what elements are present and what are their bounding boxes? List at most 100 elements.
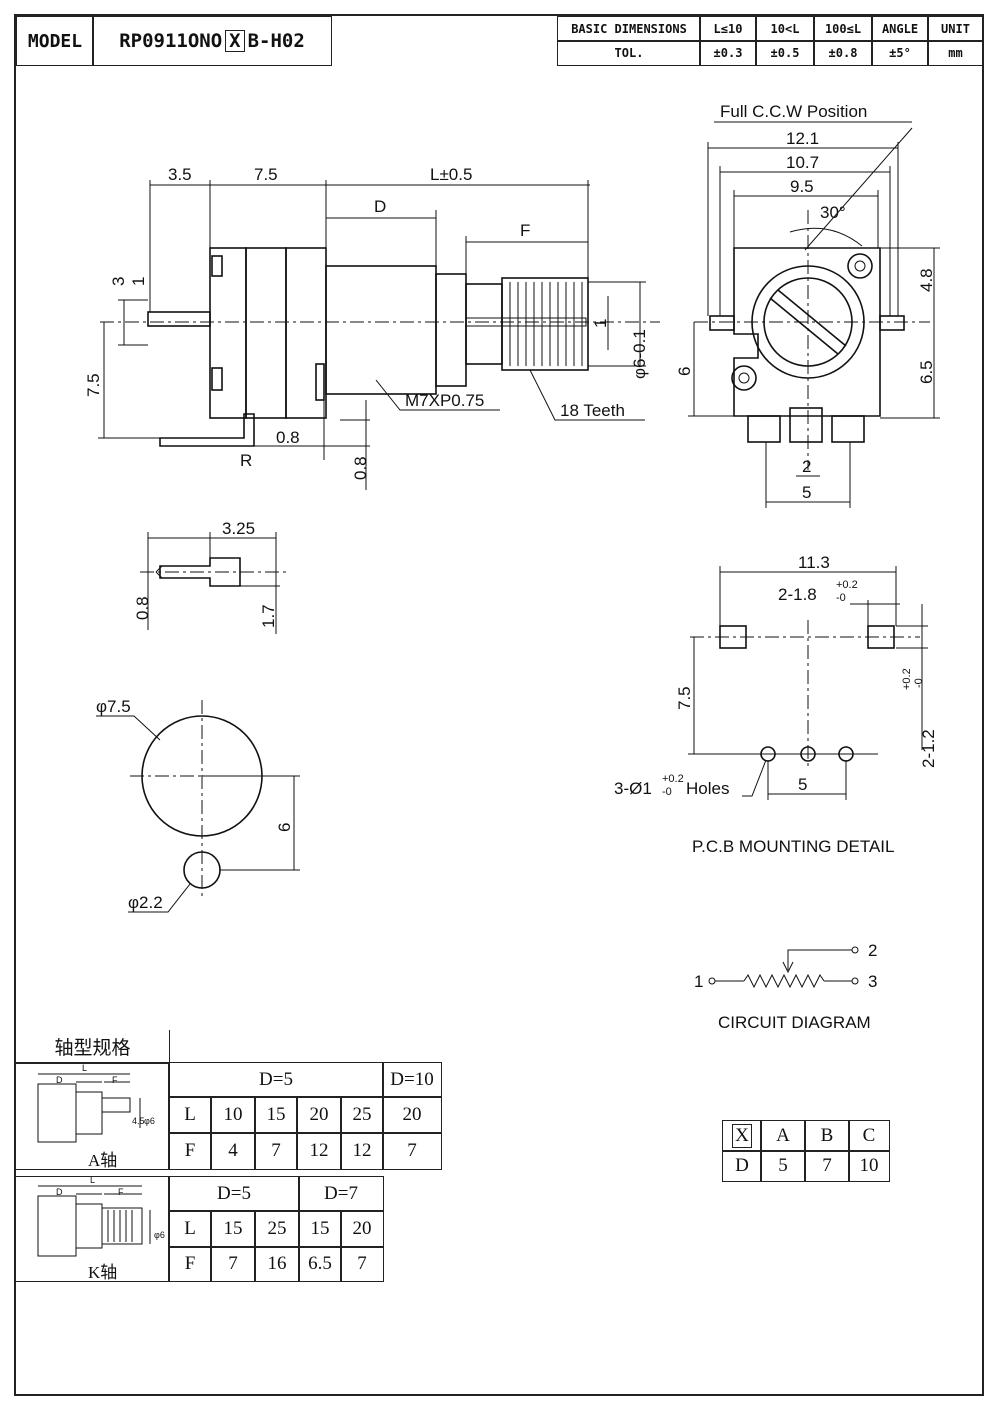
dim-7-5: 7.5: [254, 165, 278, 184]
xabc-head-a: A: [760, 1120, 806, 1152]
k-f-1: 16: [254, 1246, 300, 1282]
a-shaft-thumb: [37, 1073, 141, 1143]
a-group-d10: D=10: [382, 1062, 442, 1098]
dim-phi6: φ6-0.1: [630, 329, 649, 379]
k-shaft-label: K轴: [88, 1263, 118, 1282]
dim-9-5: 9.5: [790, 177, 814, 196]
k-group-d5: D=5: [168, 1176, 300, 1212]
dim-12-1: 12.1: [786, 129, 819, 148]
dim-l: L±0.5: [430, 165, 472, 184]
dim-6: 6: [675, 367, 694, 376]
dim-7-5-v: 7.5: [84, 373, 103, 397]
a-shaft-label: A轴: [88, 1151, 118, 1170]
a-l-2: 20: [296, 1096, 342, 1134]
a-shaft-thumb-cell: [16, 1062, 170, 1170]
tol-minus-1-8: -0: [836, 592, 846, 604]
dim-1-7: 1.7: [259, 604, 278, 628]
pin-3: 3: [868, 972, 877, 991]
xabc-head-c: C: [848, 1120, 890, 1152]
dim-6-5: 6.5: [917, 360, 936, 384]
a-f-2: 12: [296, 1132, 342, 1170]
dim-d: D: [374, 197, 386, 216]
tol-plus-1-8: +0.2: [836, 579, 858, 591]
k-thumb-f: F: [118, 1187, 124, 1197]
shaft-thumb-labels: L D F 4.5 φ6 L D F φ6: [56, 1063, 165, 1240]
tol-val-angle: ±5°: [871, 40, 929, 66]
k-f-2: 6.5: [298, 1246, 342, 1282]
a-f-4: 7: [382, 1132, 442, 1170]
part-prefix: RP0911ONO: [119, 30, 223, 52]
tol-val-unit: mm: [927, 40, 984, 66]
k-l-1: 25: [254, 1210, 300, 1248]
tol-val-10l: ±0.5: [755, 40, 815, 66]
pin-2: 2: [868, 941, 877, 960]
tol-head-10l: 10<L: [755, 16, 815, 42]
xabc-row-d: D: [722, 1150, 762, 1182]
dim-0-8-h: 0.8: [276, 428, 300, 447]
tol-minus-1-2: -0: [913, 678, 925, 688]
k-shaft-thumb: [37, 1185, 151, 1257]
k-thumb-phi6: φ6: [154, 1230, 165, 1240]
dim-0-8-v: 0.8: [351, 456, 370, 480]
callout-teeth: 18 Teeth: [560, 401, 625, 420]
a-l-3: 25: [340, 1096, 384, 1134]
xabc-val-c: 10: [848, 1150, 890, 1182]
label-ccw: Full C.C.W Position: [720, 102, 867, 121]
k-l-0: 15: [210, 1210, 256, 1248]
label-r: R: [240, 451, 252, 470]
tol-head-100l: 100≤L: [813, 16, 873, 42]
tol-val-l10: ±0.3: [699, 40, 757, 66]
k-thumb-l: L: [90, 1175, 95, 1185]
k-row-f-label: F: [168, 1246, 212, 1282]
dim-3-25: 3.25: [222, 519, 255, 538]
a-l-1: 15: [254, 1096, 298, 1134]
a-l-0: 10: [210, 1096, 256, 1134]
pcb-mounting-detail: 11.3 2-1.8 +0.2 -0 7.5 2-1.2 +0.2 -0 5 3…: [614, 553, 938, 856]
callout-thread: M7XP0.75: [405, 391, 484, 410]
dim-10-7: 10.7: [786, 153, 819, 172]
a-thumb-f: F: [112, 1075, 118, 1085]
dim-phi7-5: φ7.5: [96, 697, 131, 716]
dim-1: 1: [129, 277, 148, 286]
dim-2: 2: [802, 457, 811, 476]
a-group-d5: D=5: [168, 1062, 384, 1098]
a-row-l-label: L: [168, 1096, 212, 1134]
tol-head-angle: ANGLE: [871, 16, 929, 42]
tol-val-100l: ±0.8: [813, 40, 873, 66]
dim-4-8: 4.8: [917, 268, 936, 292]
front-view: Full C.C.W Position 12.1 10.7 9.5 30°: [675, 102, 940, 508]
xabc-head-x: X: [722, 1120, 762, 1152]
k-thumb-d: D: [56, 1187, 63, 1197]
dim-5-pcb: 5: [798, 775, 807, 794]
a-f-3: 12: [340, 1132, 384, 1170]
k-f-0: 7: [210, 1246, 256, 1282]
k-l-3: 20: [340, 1210, 384, 1248]
pin-1: 1: [694, 972, 703, 991]
holes-suffix: Holes: [686, 779, 729, 798]
a-thumb-d: D: [56, 1075, 63, 1085]
dim-f: F: [520, 221, 530, 240]
tol-head-unit: UNIT: [927, 16, 984, 42]
a-row-f-label: F: [168, 1132, 212, 1170]
pcb-title: P.C.B MOUNTING DETAIL: [692, 837, 894, 856]
holes-label: 3-Ø1: [614, 779, 652, 798]
a-thumb-l: L: [82, 1063, 87, 1073]
dim-2-1-8: 2-1.8: [778, 585, 817, 604]
circuit-diagram: 1 2 3 CIRCUIT DIAGRAM: [694, 941, 877, 1032]
shaft-spec-title: 轴型规格: [16, 1030, 170, 1064]
pin-detail: 3.25 0.8 1.7: [133, 519, 290, 634]
a-f-0: 4: [210, 1132, 256, 1170]
dim-3-5: 3.5: [168, 165, 192, 184]
dim-7-5-pcb: 7.5: [675, 686, 694, 710]
tol-head-l10: L≤10: [699, 16, 757, 42]
dim-1-r: 1: [591, 319, 610, 328]
tol-plus-1-2: +0.2: [901, 668, 913, 690]
model-label: MODEL: [16, 16, 94, 66]
k-shaft-thumb-cell: [16, 1176, 170, 1282]
dim-2-1-2: 2-1.2: [919, 729, 938, 768]
part-suffix: B-H02: [247, 30, 305, 52]
dim-3: 3: [109, 277, 128, 286]
side-view: 3.5 7.5 L±0.5 D F 3 1 7.5 1 φ6-0.1 M7XP0…: [84, 165, 660, 490]
